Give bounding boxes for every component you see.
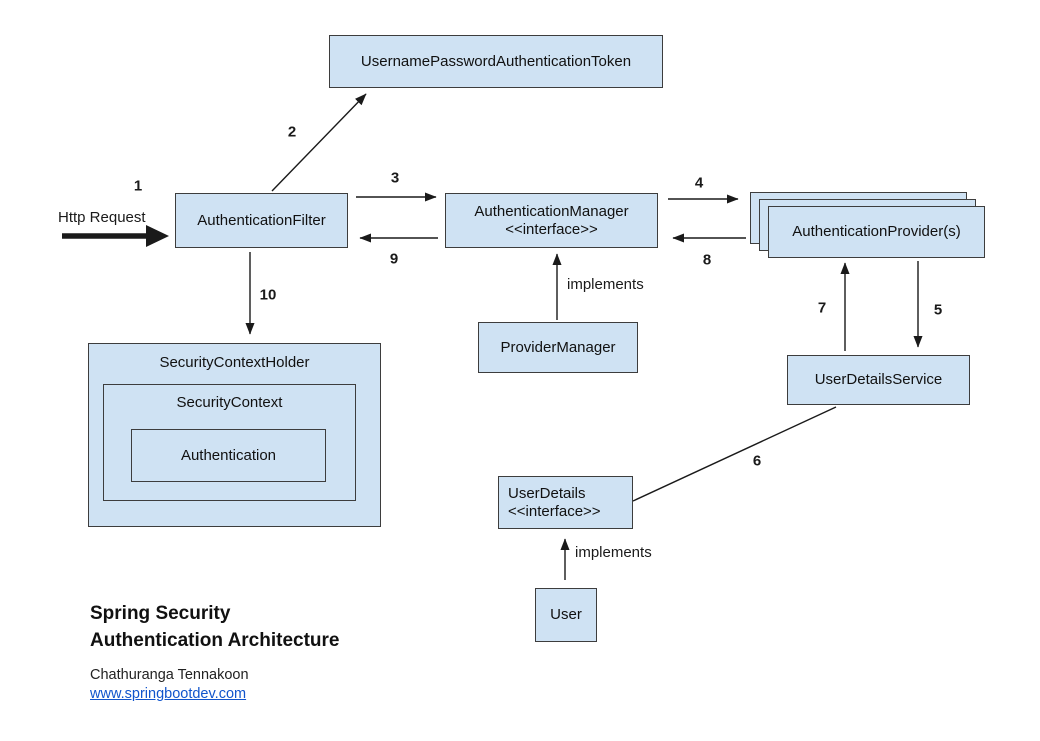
- security-context-holder-label: SecurityContextHolder: [159, 354, 310, 371]
- arrow-2-line: [271, 93, 367, 192]
- node-user-details: UserDetails <<interface>>: [498, 476, 633, 529]
- implements-label-bottom: implements: [575, 544, 652, 561]
- edge-label-5: 5: [933, 301, 943, 319]
- node-username-password-authentication-token: UsernamePasswordAuthenticationToken: [329, 35, 663, 88]
- node-user-details-service: UserDetailsService: [787, 355, 970, 405]
- edge-label-2: 2: [287, 123, 297, 141]
- diagram-title-line2: Authentication Architecture: [90, 630, 340, 651]
- http-request-label: Http Request: [58, 209, 146, 226]
- node-authentication: Authentication: [131, 429, 326, 482]
- node-security-context: SecurityContext Authentication: [103, 384, 356, 501]
- edge-label-3: 3: [390, 169, 400, 187]
- authentication-manager-stereotype: <<interface>>: [505, 220, 598, 238]
- edge-label-8: 8: [702, 251, 712, 269]
- node-authentication-filter: AuthenticationFilter: [175, 193, 348, 248]
- node-authentication-manager: AuthenticationManager <<interface>>: [445, 193, 658, 248]
- authentication-manager-label: AuthenticationManager: [474, 202, 629, 220]
- edge-label-9: 9: [389, 250, 399, 268]
- edge-label-6: 6: [752, 452, 762, 470]
- edge-label-10: 10: [259, 286, 277, 304]
- implements-label-top: implements: [567, 276, 644, 293]
- diagram-footer: Spring Security Authentication Architect…: [90, 600, 430, 704]
- node-authentication-providers: AuthenticationProvider(s): [768, 206, 985, 258]
- edge-label-4: 4: [694, 174, 704, 192]
- edge-label-1: 1: [133, 177, 143, 195]
- diagram-title-line1: Spring Security: [90, 603, 231, 624]
- user-details-label: UserDetails: [508, 484, 586, 502]
- user-details-stereotype: <<interface>>: [508, 502, 601, 520]
- node-user: User: [535, 588, 597, 642]
- line-6: [632, 406, 837, 502]
- node-provider-manager: ProviderManager: [478, 322, 638, 373]
- node-security-context-holder: SecurityContextHolder SecurityContext Au…: [88, 343, 381, 527]
- edge-label-7: 7: [817, 299, 827, 317]
- diagram-title: Spring Security Authentication Architect…: [90, 600, 430, 654]
- author-name: Chathuranga Tennakoon: [90, 667, 249, 683]
- http-request-arrowhead: [146, 225, 169, 247]
- website-link[interactable]: www.springbootdev.com: [90, 686, 247, 702]
- security-context-label: SecurityContext: [176, 394, 283, 411]
